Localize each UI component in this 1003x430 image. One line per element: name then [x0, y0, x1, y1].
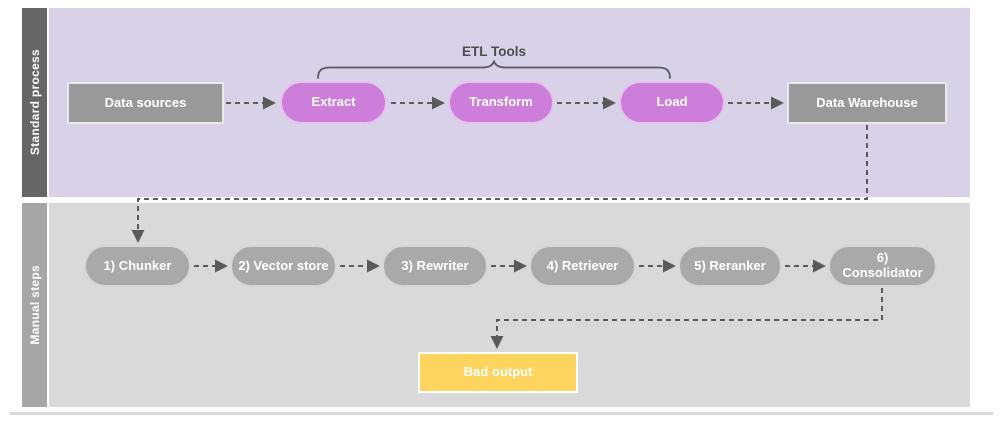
node-extract: Extract	[280, 81, 387, 124]
node-reranker-label: 5) Reranker	[694, 257, 766, 273]
node-vector-store-label: 2) Vector store	[238, 257, 329, 273]
node-load-label: Load	[656, 94, 688, 110]
node-chunker-label: 1) Chunker	[103, 257, 172, 273]
lane-manual-steps-label: Manual steps	[27, 265, 42, 345]
node-data-sources-label: Data sources	[104, 94, 187, 110]
node-vector-store: 2) Vector store	[230, 245, 337, 287]
node-retriever: 4) Retriever	[529, 245, 636, 287]
node-bad-output: Bad output	[418, 352, 578, 393]
node-data-warehouse-label: Data Warehouse	[816, 94, 918, 110]
node-reranker: 5) Reranker	[678, 245, 782, 287]
node-consolidator-label: 6) Consolidator	[842, 250, 923, 280]
node-data-sources: Data sources	[67, 82, 224, 124]
node-transform-label: Transform	[469, 94, 533, 110]
lane-standard-process-bar: Standard process	[22, 8, 47, 197]
node-retriever-label: 4) Retriever	[546, 257, 619, 273]
node-data-warehouse: Data Warehouse	[787, 82, 947, 124]
node-bad-output-label: Bad output	[463, 364, 533, 380]
node-consolidator: 6) Consolidator	[828, 245, 937, 287]
bottom-divider-line	[10, 412, 993, 415]
node-load: Load	[619, 81, 725, 124]
lane-standard-process-label: Standard process	[27, 49, 42, 156]
node-rewriter: 3) Rewriter	[382, 245, 488, 287]
node-extract-label: Extract	[311, 94, 356, 110]
node-chunker: 1) Chunker	[84, 245, 191, 287]
node-rewriter-label: 3) Rewriter	[401, 257, 469, 273]
node-transform: Transform	[448, 81, 554, 124]
etl-tools-label: ETL Tools	[462, 44, 526, 59]
lane-manual-steps-bar: Manual steps	[22, 203, 47, 407]
